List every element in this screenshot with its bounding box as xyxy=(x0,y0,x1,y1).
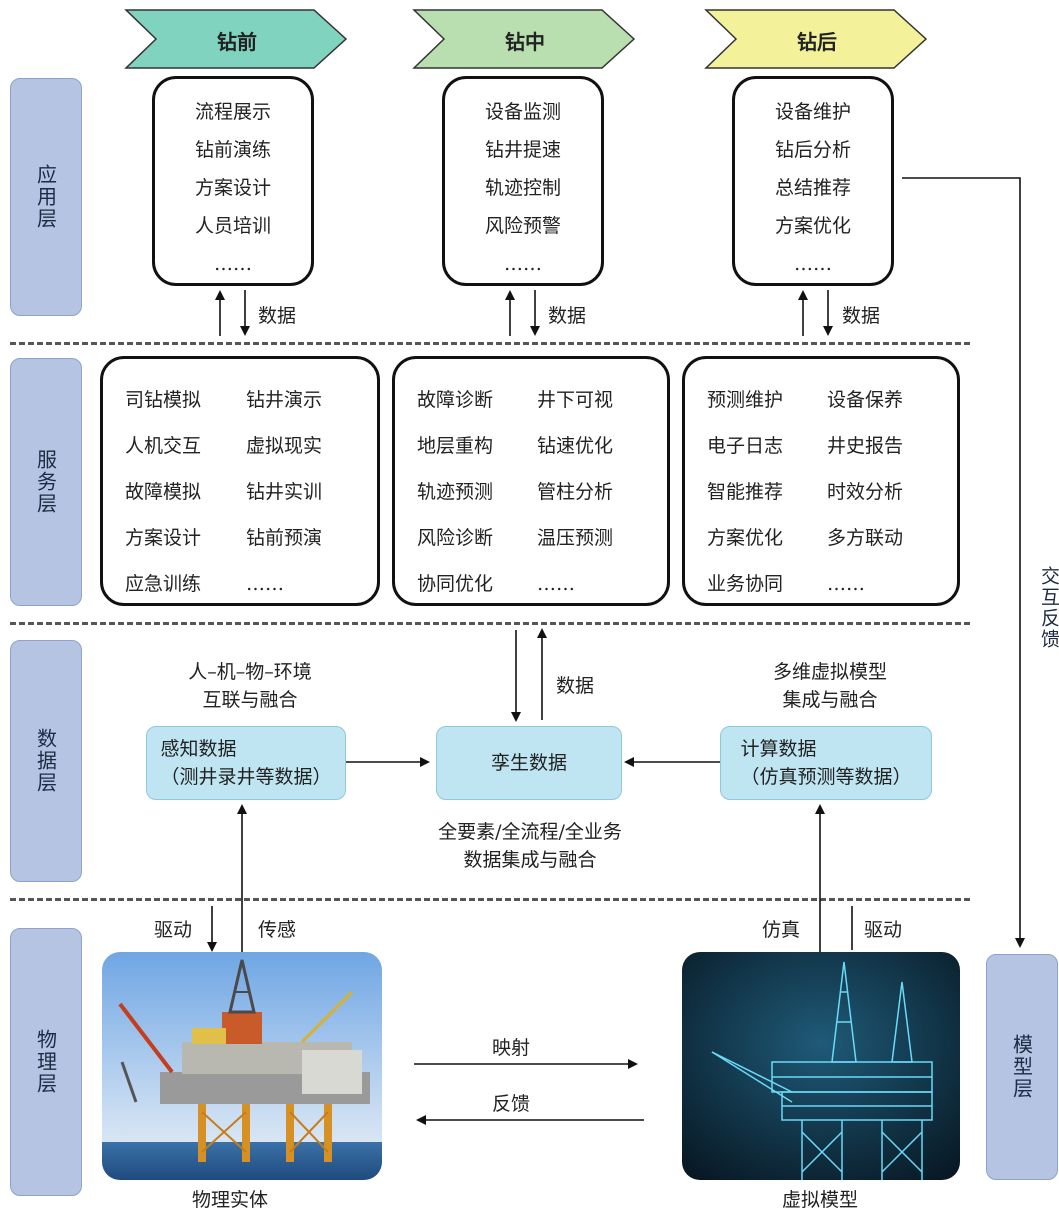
layer-label: 数据层 xyxy=(33,728,58,794)
app-item: …… xyxy=(214,253,252,275)
service-item: 轨迹预测 xyxy=(417,481,494,503)
phase-post-drilling: 钻后 xyxy=(704,8,930,70)
interaction-feedback-label: 交互反馈 xyxy=(1038,566,1059,650)
service-item: 方案设计 xyxy=(125,527,202,549)
service-item: 电子日志 xyxy=(707,435,784,457)
app-box-pre: 流程展示 钻前演练 方案设计 人员培训 …… xyxy=(152,76,314,286)
service-item: …… xyxy=(827,573,865,595)
service-item: 管柱分析 xyxy=(537,481,614,503)
data-flow-label: 数据 xyxy=(548,305,587,327)
drive-label: 驱动 xyxy=(864,919,903,941)
feedback-label: 反馈 xyxy=(492,1093,531,1115)
service-item: …… xyxy=(246,573,284,595)
service-item: 虚拟现实 xyxy=(246,435,323,457)
app-item: 钻前演练 xyxy=(194,139,271,161)
layer-label: 物理层 xyxy=(33,1029,58,1095)
virtual-model-image xyxy=(682,952,960,1180)
layer-physical: 物理层 xyxy=(10,928,82,1196)
layer-divider xyxy=(10,342,970,345)
phase-label: 钻前 xyxy=(217,30,257,54)
service-item: 故障模拟 xyxy=(125,481,202,503)
service-item: 应急训练 xyxy=(125,573,202,595)
chevron-shape xyxy=(704,9,928,69)
service-item: 设备保养 xyxy=(827,389,904,411)
service-item: 井史报告 xyxy=(827,435,904,457)
map-label: 映射 xyxy=(492,1037,531,1059)
service-item: 多方联动 xyxy=(827,527,904,549)
phase-mid-drilling: 钻中 xyxy=(412,8,638,70)
hmme-caption: 人–机–物–环境 互联与融合 xyxy=(188,661,312,711)
service-box-pre: 司钻模拟 钻井演示 人机交互 虚拟现实 故障模拟 钻井实训 方案设计 钻前预演 … xyxy=(100,356,380,606)
service-item: 智能推荐 xyxy=(707,481,784,503)
app-item: 钻井提速 xyxy=(484,139,561,161)
service-item: 预测维护 xyxy=(707,389,784,411)
data-flow-label: 数据 xyxy=(258,305,297,327)
chevron-shape xyxy=(412,9,636,69)
service-item: 温压预测 xyxy=(537,527,614,549)
physical-entity-caption: 物理实体 xyxy=(192,1189,269,1211)
layer-divider xyxy=(10,898,970,901)
service-item: 钻速优化 xyxy=(537,435,614,457)
layer-service: 服务层 xyxy=(10,358,82,606)
service-box-mid: 故障诊断 井下可视 地层重构 钻速优化 轨迹预测 管柱分析 风险诊断 温压预测 … xyxy=(392,356,670,606)
layer-label: 应用层 xyxy=(33,164,58,230)
perception-data-box: 感知数据 （测井录井等数据） xyxy=(146,726,346,800)
physical-entity-image xyxy=(102,952,382,1180)
layer-data: 数据层 xyxy=(10,640,82,882)
app-item: …… xyxy=(504,253,542,275)
layer-model: 模型层 xyxy=(986,954,1058,1180)
app-box-mid: 设备监测 钻井提速 轨迹控制 风险预警 …… xyxy=(442,76,604,286)
service-item: 人机交互 xyxy=(125,435,202,457)
multi-model-caption: 多维虚拟模型 集成与融合 xyxy=(772,661,887,711)
app-item: …… xyxy=(794,253,832,275)
app-item: 总结推荐 xyxy=(774,177,851,199)
service-item: 时效分析 xyxy=(827,481,904,503)
service-item: 故障诊断 xyxy=(417,389,494,411)
computation-data-box: 计算数据 （仿真预测等数据） xyxy=(720,726,932,800)
chevron-shape xyxy=(124,9,348,69)
app-item: 流程展示 xyxy=(194,101,271,123)
service-item: 钻井演示 xyxy=(246,389,323,411)
app-item: 风险预警 xyxy=(484,215,561,237)
app-item: 方案优化 xyxy=(774,215,851,237)
service-item: 地层重构 xyxy=(417,435,494,457)
service-item: 井下可视 xyxy=(537,389,614,411)
integration-caption: 全要素/全流程/全业务 数据集成与融合 xyxy=(438,821,622,871)
layer-divider xyxy=(10,622,970,625)
data-flow-label: 数据 xyxy=(842,305,881,327)
data-flow-label: 数据 xyxy=(556,675,595,697)
app-item: 方案设计 xyxy=(194,177,271,199)
app-box-post: 设备维护 钻后分析 总结推荐 方案优化 …… xyxy=(732,76,894,286)
service-item: 钻前预演 xyxy=(246,527,323,549)
app-item: 设备监测 xyxy=(484,101,561,123)
phase-pre-drilling: 钻前 xyxy=(124,8,350,70)
service-item: 协同优化 xyxy=(417,573,494,595)
service-box-post: 预测维护 设备保养 电子日志 井史报告 智能推荐 时效分析 方案优化 多方联动 … xyxy=(682,356,960,606)
service-item: 业务协同 xyxy=(707,573,784,595)
drive-label: 驱动 xyxy=(154,919,193,941)
service-item: 风险诊断 xyxy=(417,527,494,549)
simulate-label: 仿真 xyxy=(762,919,801,941)
virtual-model-caption: 虚拟模型 xyxy=(782,1189,859,1211)
app-item: 设备维护 xyxy=(774,101,851,123)
service-item: …… xyxy=(537,573,575,595)
sense-label: 传感 xyxy=(258,919,297,941)
app-item: 轨迹控制 xyxy=(484,177,561,199)
service-item: 方案优化 xyxy=(707,527,784,549)
layer-label: 模型层 xyxy=(1009,1034,1034,1100)
layer-application: 应用层 xyxy=(10,78,82,316)
service-item: 司钻模拟 xyxy=(125,389,202,411)
app-item: 钻后分析 xyxy=(774,139,851,161)
twin-data-box: 孪生数据 xyxy=(436,726,622,800)
phase-label: 钻中 xyxy=(505,30,545,54)
service-item: 钻井实训 xyxy=(246,481,323,503)
layer-label: 服务层 xyxy=(33,449,58,515)
app-item: 人员培训 xyxy=(194,215,271,237)
phase-label: 钻后 xyxy=(797,30,837,54)
